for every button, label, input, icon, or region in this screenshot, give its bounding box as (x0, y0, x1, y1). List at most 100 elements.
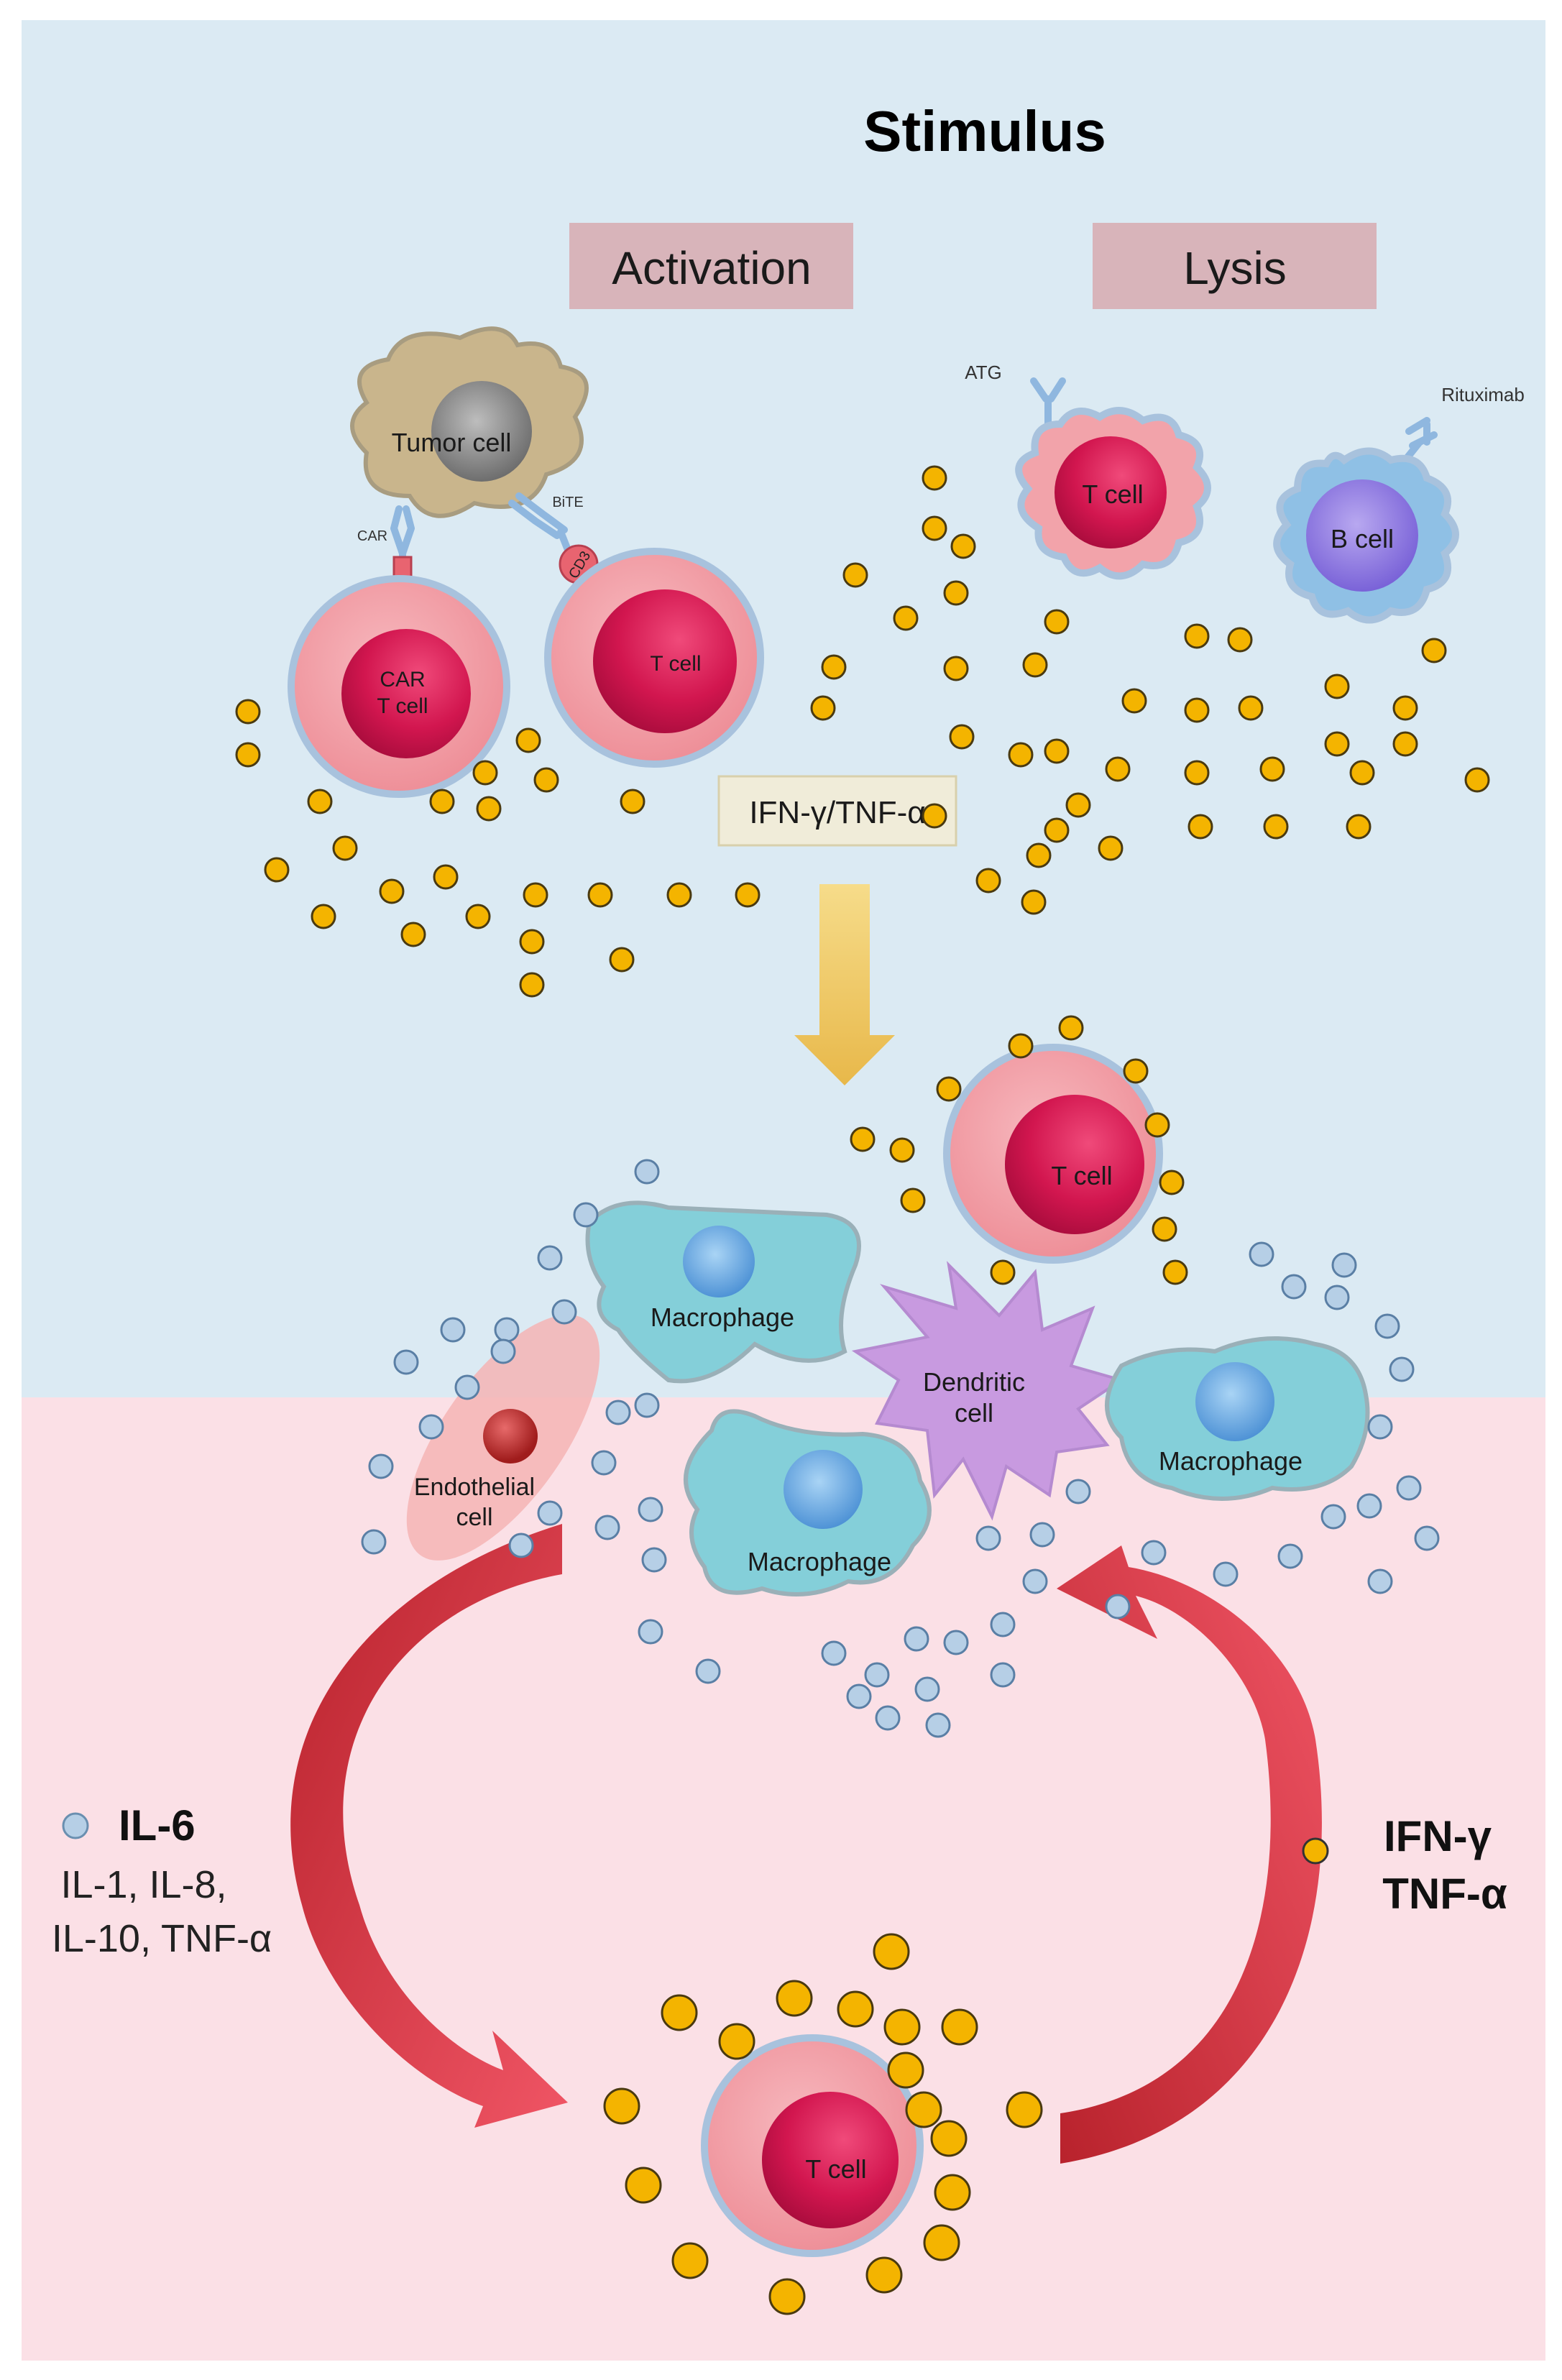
yellow-cytokine-dot (776, 1980, 813, 2017)
yellow-cytokine-dot (1044, 609, 1070, 635)
yellow-cytokine-legend-icon (1302, 1837, 1329, 1865)
down-arrow-icon (794, 884, 895, 1085)
blue-cytokine-dot (454, 1374, 480, 1400)
blue-cytokine-legend-icon (62, 1812, 89, 1839)
yellow-cytokine-dot (943, 580, 969, 606)
blue-cytokine-dot (361, 1529, 387, 1555)
legend-il10-tnf: IL-10, TNF-α (52, 1917, 272, 1960)
yellow-cytokine-dot (264, 857, 290, 883)
blue-cytokine-dot (537, 1500, 563, 1526)
blue-cytokine-dot (1367, 1568, 1393, 1594)
blue-cytokine-dot (1367, 1414, 1393, 1440)
yellow-cytokine-dot (810, 695, 836, 721)
blue-cytokine-dot (1141, 1540, 1167, 1566)
blue-cytokine-dot (638, 1619, 663, 1645)
blue-cytokine-dot (1213, 1561, 1239, 1587)
yellow-cytokine-dot (893, 605, 919, 631)
lysis-header: Lysis (1093, 223, 1377, 309)
yellow-cytokine-dot (1022, 652, 1048, 678)
yellow-cytokine-dot (922, 465, 947, 491)
yellow-cytokine-dot (1026, 842, 1052, 868)
yellow-cytokine-dot (1123, 1058, 1149, 1084)
yellow-cytokine-dot (1144, 1112, 1170, 1138)
yellow-cytokine-dot (1065, 792, 1091, 818)
yellow-cytokine-dot (905, 2091, 942, 2128)
yellow-cytokine-dot (671, 2242, 709, 2279)
blue-cytokine-dot (1396, 1475, 1422, 1501)
ifn-tnf-cytokine-dots (235, 465, 1490, 2315)
blue-cytokine-dot (508, 1533, 534, 1558)
yellow-cytokine-dot (1021, 889, 1047, 915)
svg-text:cell: cell (456, 1504, 492, 1531)
svg-text:B cell: B cell (1331, 524, 1394, 553)
yellow-cytokine-dot (1324, 674, 1350, 699)
blue-cytokine-dot (1331, 1252, 1357, 1278)
blue-cytokine-dot (1065, 1479, 1091, 1504)
yellow-cytokine-dot (1421, 638, 1447, 663)
svg-text:Endothelial: Endothelial (414, 1474, 535, 1501)
yellow-cytokine-dot (1184, 623, 1210, 649)
yellow-cytokine-dot (900, 1187, 926, 1213)
blue-cytokine-dot (634, 1159, 660, 1185)
t-cell-lysis-nucleus (1055, 436, 1167, 548)
blue-cytokine-dot (638, 1497, 663, 1522)
yellow-cytokine-dot (1058, 1015, 1084, 1041)
svg-text:T cell: T cell (1051, 1161, 1112, 1190)
yellow-cytokine-dot (768, 2278, 806, 2315)
yellow-cytokine-dot (941, 2008, 978, 2046)
yellow-cytokine-dot (873, 1933, 910, 1970)
t-cell-bottom-nucleus (762, 2092, 899, 2228)
yellow-cytokine-dot (1098, 835, 1124, 861)
atg-label: ATG (965, 362, 1002, 383)
blue-cytokine-dot (1356, 1493, 1382, 1519)
svg-text:Lysis: Lysis (1183, 242, 1286, 294)
yellow-cytokine-dot (476, 796, 502, 822)
blue-cytokine-dot (494, 1317, 520, 1343)
yellow-cytokine-dot (533, 767, 559, 793)
blue-cytokine-dot (594, 1515, 620, 1540)
t-cell-bottom: T cell (701, 2034, 924, 2257)
yellow-cytokine-dot (990, 1259, 1016, 1285)
svg-text:Macrophage: Macrophage (1159, 1446, 1303, 1476)
yellow-cytokine-dot (850, 1126, 876, 1152)
macrophage-lower-nucleus (784, 1450, 863, 1529)
yellow-cytokine-dot (1184, 760, 1210, 786)
blue-cytokine-dot (591, 1450, 617, 1476)
yellow-cytokine-dot (1227, 627, 1253, 653)
macrophage-upper: Macrophage (585, 1200, 861, 1384)
tumor-nucleus (431, 381, 532, 482)
blue-cytokine-dot (846, 1683, 872, 1709)
yellow-cytokine-dot (1259, 756, 1285, 782)
svg-text:Macrophage: Macrophage (651, 1302, 794, 1332)
blue-cytokine-dot (990, 1662, 1016, 1688)
blue-cytokine-dot (1249, 1241, 1274, 1267)
blue-cytokine-dot (943, 1630, 969, 1655)
b-cell: B cell (1273, 447, 1459, 624)
blue-cytokine-dot (1281, 1274, 1307, 1300)
svg-text:IFN-γ/TNF-α: IFN-γ/TNF-α (749, 795, 925, 830)
endothelial-cell: Endothelial cell (406, 1315, 600, 1561)
car-label: CAR (357, 528, 387, 544)
blue-cytokine-dot (875, 1705, 901, 1731)
t-cell-middle: T cell (943, 1044, 1163, 1264)
activation-header: Activation (569, 223, 853, 309)
yellow-cytokine-dot (379, 878, 405, 904)
yellow-cytokine-dot (1162, 1259, 1188, 1285)
car-receptor-icon (390, 505, 415, 580)
svg-text:cell: cell (955, 1398, 993, 1428)
yellow-cytokine-dot (1392, 731, 1418, 757)
blue-cytokine-dot (1029, 1522, 1055, 1548)
svg-text:T cell: T cell (377, 694, 428, 718)
svg-text:Macrophage: Macrophage (748, 1547, 891, 1576)
yellow-cytokine-dot (1392, 695, 1418, 721)
blue-cytokine-dot (1389, 1356, 1415, 1382)
yellow-cytokine-dot (975, 868, 1001, 893)
blue-cytokine-dot (440, 1317, 466, 1343)
svg-text:CAR: CAR (380, 668, 425, 692)
blue-cytokine-dot (975, 1525, 1001, 1551)
blue-cytokine-dot (1105, 1594, 1131, 1619)
il6-cytokine-dots (361, 1159, 1440, 1738)
blue-cytokine-dot (634, 1392, 660, 1418)
yellow-cytokine-dot (1184, 697, 1210, 723)
yellow-cytokine-dot (934, 2174, 971, 2211)
